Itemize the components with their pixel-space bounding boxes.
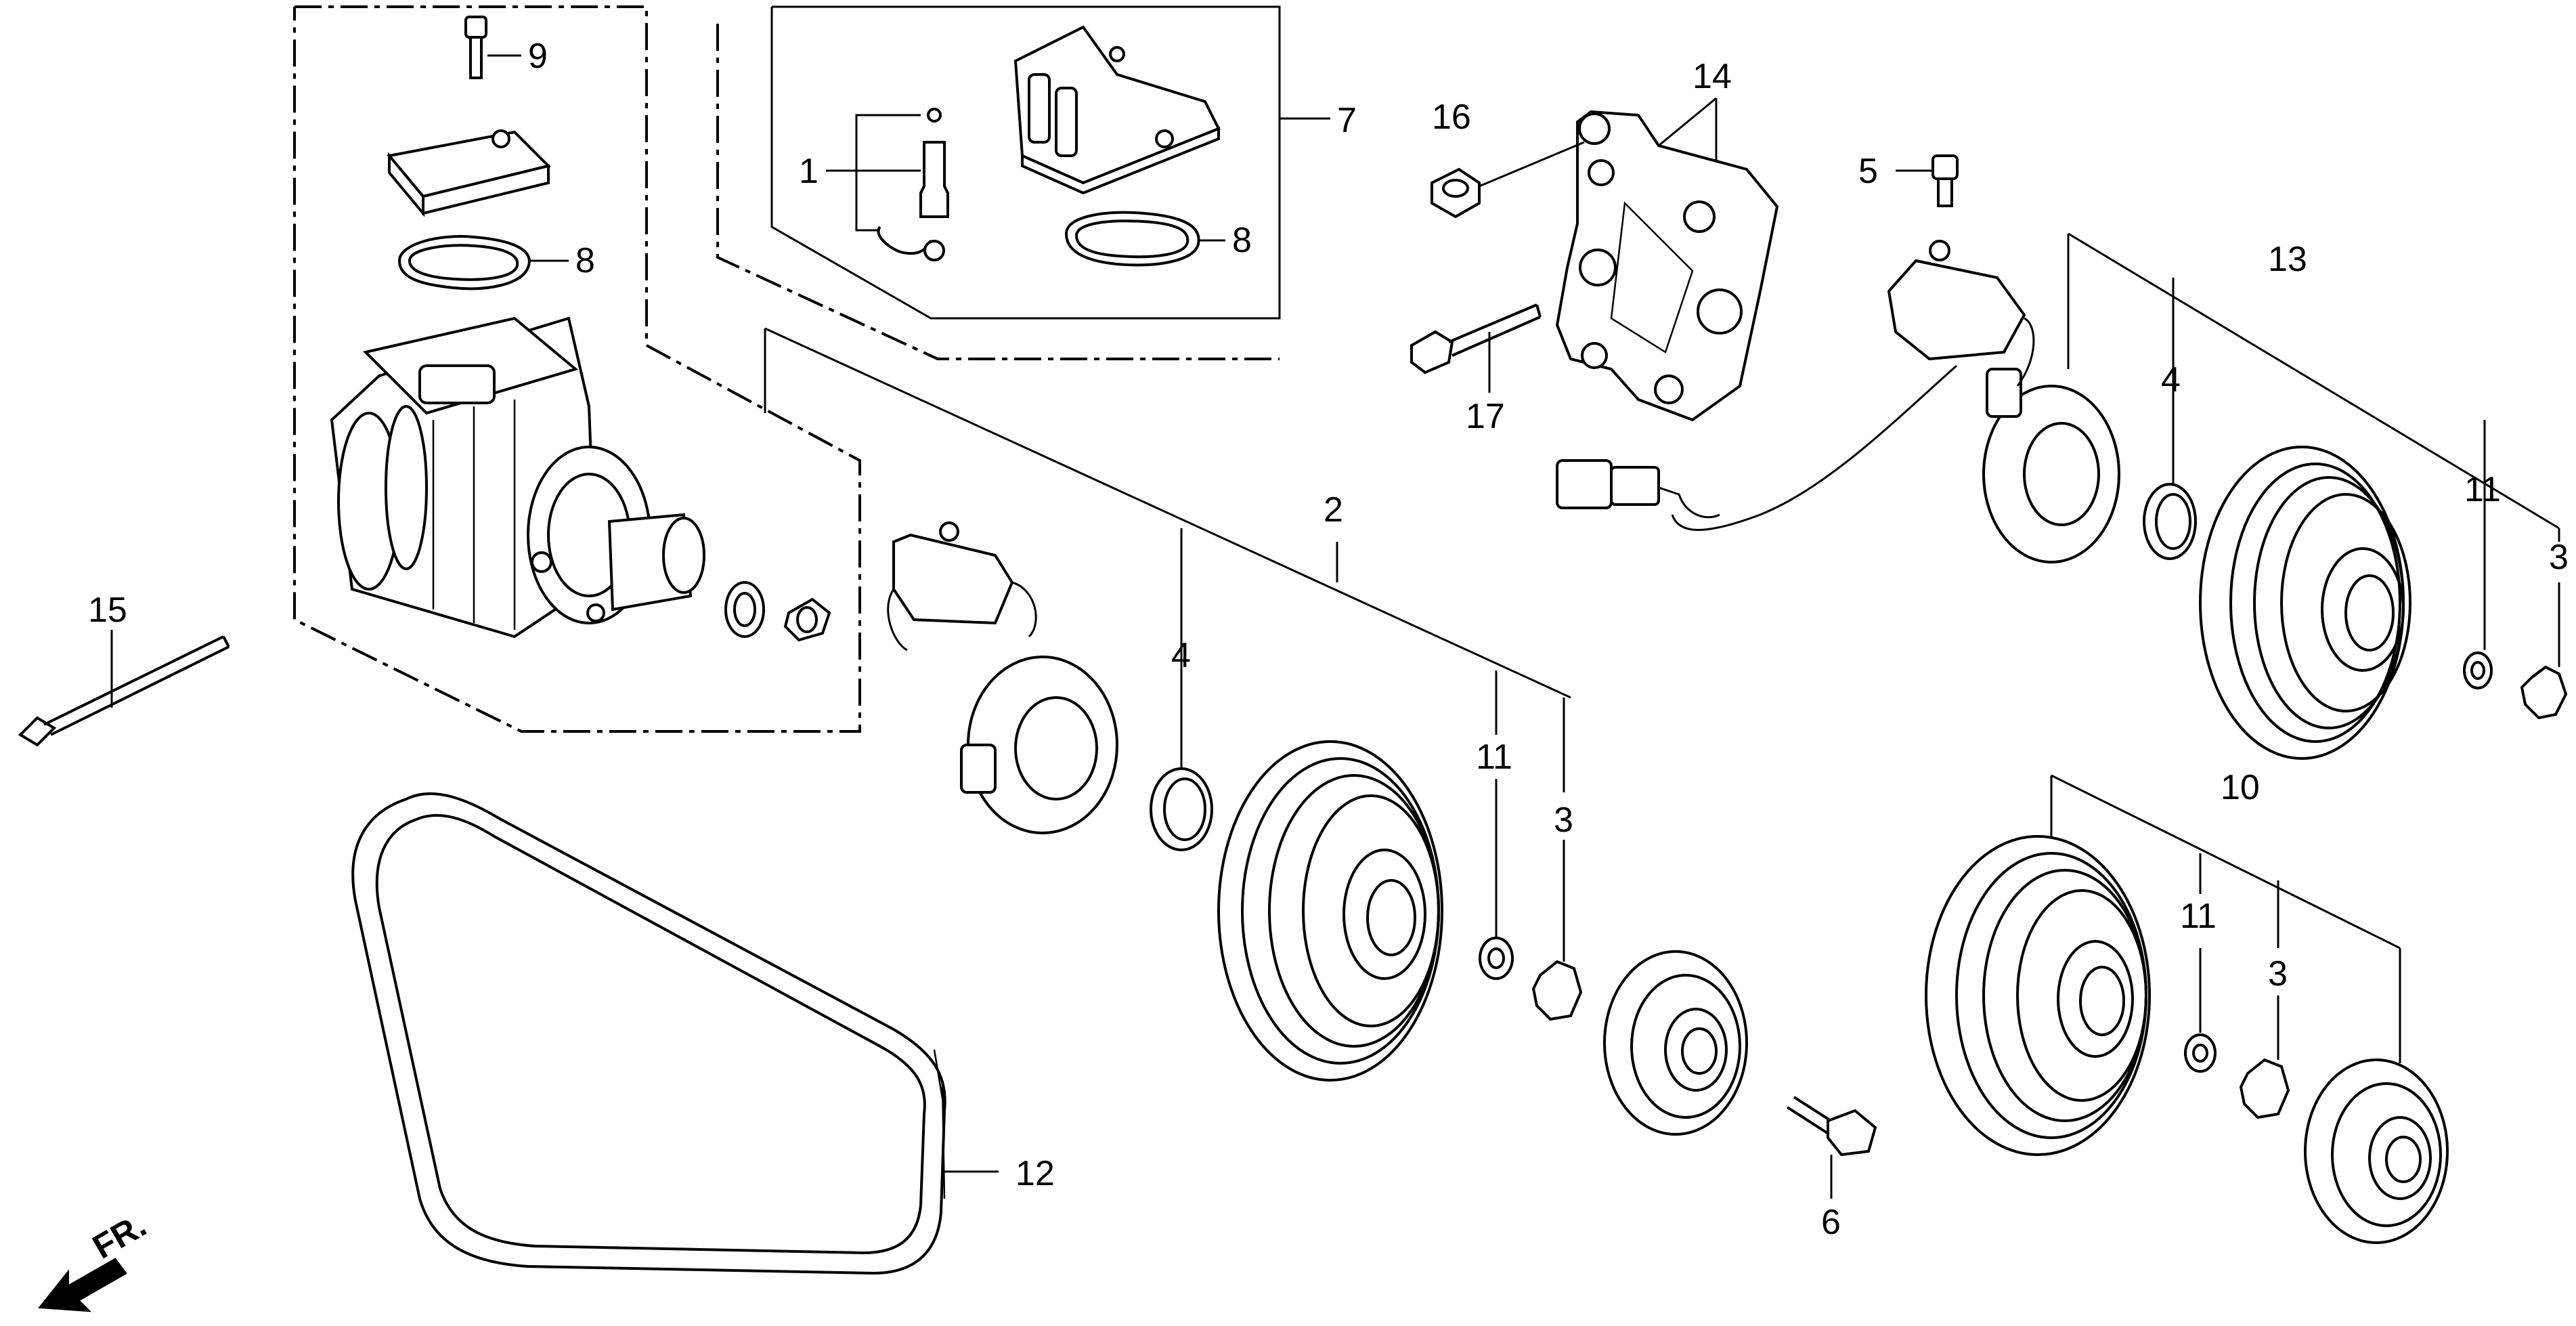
shaft-nut — [783, 597, 831, 642]
gasket-8-right — [1064, 211, 1200, 267]
pulley-2 — [1217, 740, 1443, 1082]
shim-11-lower — [2184, 1033, 2217, 1073]
pressure-plate-middle — [1603, 950, 1748, 1136]
callout-3-upper: 3 — [2549, 538, 2569, 577]
callout-labels: 9 8 15 1 7 8 16 14 17 5 13 4 11 3 2 4 11… — [87, 37, 2569, 1266]
bracket-7 — [1013, 25, 1221, 195]
leader-lines — [110, 54, 2560, 1199]
snap-ring-3-middle — [1531, 960, 1583, 1021]
group-boundary-lines — [293, 5, 1571, 733]
callout-8-right: 8 — [1232, 221, 1252, 260]
callout-15: 15 — [88, 591, 127, 630]
callout-5: 5 — [1858, 152, 1878, 191]
callout-6: 6 — [1821, 1203, 1841, 1242]
callout-4-upper: 4 — [2161, 360, 2181, 400]
snap-ring-3-lower — [2239, 1058, 2290, 1119]
front-direction-arrow — [38, 1258, 127, 1312]
ac-compressor — [330, 316, 705, 639]
callout-11-lower: 11 — [2180, 897, 2217, 936]
gasket-8-left — [397, 235, 531, 291]
connector-plug — [1556, 459, 1720, 519]
callout-16: 16 — [1432, 98, 1471, 137]
snap-ring-4-middle — [1150, 767, 1213, 851]
mounting-bracket-14 — [1555, 110, 1779, 422]
drive-belt-12 — [351, 792, 946, 1275]
callout-3-lower: 3 — [2268, 954, 2288, 993]
callout-11-middle: 11 — [1476, 737, 1512, 777]
callout-11-upper: 11 — [2464, 470, 2501, 509]
field-coil-upper — [1671, 240, 2120, 563]
callout-13: 13 — [2268, 240, 2307, 279]
bolt-5 — [1931, 154, 1959, 207]
callout-14: 14 — [1693, 57, 1732, 96]
bolt-9 — [464, 16, 487, 79]
front-direction-label: FR. — [87, 1206, 153, 1266]
shim-11-middle — [1479, 937, 1514, 980]
seal-washer — [724, 581, 765, 638]
callout-3-middle: 3 — [1554, 800, 1573, 840]
callout-4-middle: 4 — [1171, 636, 1191, 675]
cover-plate — [387, 129, 551, 217]
bolt-17 — [1410, 303, 1542, 375]
shim-11-upper — [2463, 651, 2493, 689]
callout-1: 1 — [799, 152, 818, 191]
callout-12: 12 — [1016, 1154, 1055, 1193]
pressure-plate-lower — [2304, 1058, 2449, 1244]
pulley-13 — [2199, 446, 2411, 760]
callout-8-left: 8 — [575, 241, 595, 280]
field-coil-middle — [887, 521, 1118, 834]
switch-1-parts — [855, 108, 949, 261]
nut-16 — [1431, 167, 1481, 219]
callout-17: 17 — [1466, 397, 1505, 436]
snap-ring-4-upper — [2143, 483, 2197, 560]
long-bolt-15 — [18, 635, 230, 747]
callout-10: 10 — [2221, 768, 2260, 807]
callout-9: 9 — [528, 37, 548, 76]
callout-2: 2 — [1324, 490, 1343, 530]
snap-ring-3-upper — [2520, 665, 2568, 720]
pulley-10 — [1925, 835, 2151, 1156]
callout-7: 7 — [1337, 101, 1357, 140]
bolt-6 — [1786, 1096, 1877, 1157]
